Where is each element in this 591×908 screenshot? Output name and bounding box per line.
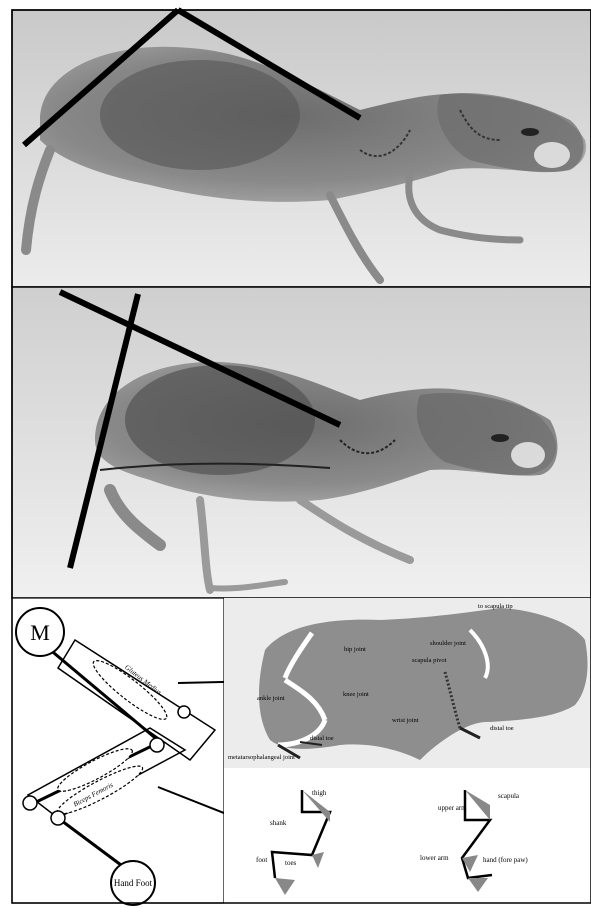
label-knee-joint: knee joint bbox=[343, 691, 369, 698]
label-scapula-tip: to scapula tip bbox=[478, 603, 513, 610]
label-lower-arm: lower arm bbox=[420, 854, 449, 862]
xray-top-panel bbox=[12, 10, 591, 287]
label-scapula-pivot: scapula pivot bbox=[412, 657, 447, 664]
joint-ankle-b bbox=[51, 811, 65, 825]
hand-foot-label: Hand Foot bbox=[114, 878, 153, 888]
label-upper-arm: upper arm bbox=[438, 804, 467, 812]
joint-knee bbox=[150, 738, 164, 752]
label-metatarsophalangeal: metatarsophalangeal joint bbox=[228, 754, 295, 761]
body-outline-panel: to scapula tip shoulder joint scapula pi… bbox=[224, 598, 591, 903]
label-toes: toes bbox=[285, 859, 297, 867]
joint-ankle-a bbox=[23, 796, 37, 810]
label-ankle-joint: ankle joint bbox=[257, 695, 285, 702]
label-shoulder-joint: shoulder joint bbox=[430, 640, 466, 647]
label-hand: hand (fore paw) bbox=[483, 856, 528, 864]
label-scapula: scapula bbox=[498, 792, 520, 800]
joint-hip bbox=[178, 706, 190, 718]
xray-middle-panel bbox=[12, 287, 591, 598]
label-thigh: thigh bbox=[312, 789, 327, 797]
label-foot: foot bbox=[256, 856, 267, 864]
label-hip-joint: hip joint bbox=[344, 646, 366, 653]
label-wrist-joint: wrist joint bbox=[392, 717, 419, 724]
label-distal-toe-hind: distal toe bbox=[310, 735, 334, 742]
label-distal-toe-fore: distal toe bbox=[490, 725, 514, 732]
model-label: M bbox=[30, 620, 50, 645]
label-shank: shank bbox=[270, 819, 287, 827]
